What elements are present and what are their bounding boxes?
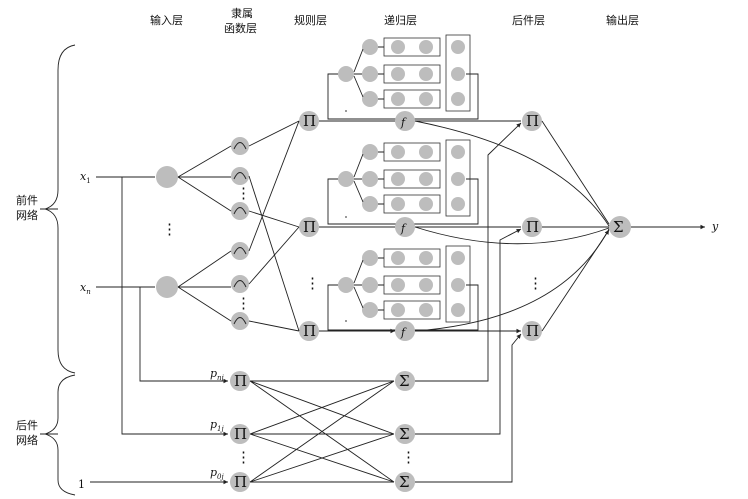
input-ellipsis: ⋮	[162, 220, 177, 238]
c-pi-1	[230, 371, 250, 391]
header-consequent: 后件层	[512, 14, 545, 27]
svg-text:Π: Π	[526, 322, 539, 340]
svg-text:⋮: ⋮	[401, 448, 416, 466]
header-recurrent: 递归层	[384, 13, 417, 27]
antecedent-label-1: 前件	[16, 193, 38, 207]
svg-text:Π: Π	[303, 322, 316, 340]
svg-text:⋮: ⋮	[236, 448, 251, 466]
svg-text:Σ: Σ	[399, 425, 410, 443]
recurrent-block-1	[327, 34, 479, 120]
svg-text:Σ: Σ	[613, 218, 624, 236]
input-x1: x1	[80, 170, 91, 185]
c-sigma-3	[395, 472, 415, 492]
consequent-node-1	[522, 111, 542, 131]
rule-node-3	[299, 321, 319, 341]
svg-text:Π: Π	[234, 473, 247, 491]
svg-text:f: f	[400, 116, 407, 129]
f-node-1	[395, 111, 415, 131]
header-membership-2: 函数层	[224, 22, 257, 35]
output-sum-node	[609, 216, 631, 238]
svg-text:Π: Π	[303, 112, 316, 130]
svg-text:f: f	[400, 222, 407, 235]
header-output: 输出层	[606, 13, 639, 27]
antecedent-label-2: 网络	[16, 208, 38, 222]
header-membership-1: 隶属	[231, 6, 253, 20]
svg-text:⋮: ⋮	[528, 274, 543, 292]
svg-text:Π: Π	[303, 218, 316, 236]
input-node-n	[156, 276, 178, 298]
svg-text:⋮: ⋮	[236, 294, 251, 312]
recurrent-block-2	[327, 139, 479, 225]
svg-text:Σ: Σ	[399, 473, 410, 491]
c-pi-2	[230, 424, 250, 444]
consequent-label-1: 后件	[16, 419, 38, 432]
consequent-node-2	[522, 217, 542, 237]
param-p0j: p0j	[210, 466, 225, 481]
svg-text:Π: Π	[526, 218, 539, 236]
f-node-2	[395, 217, 415, 237]
rule-node-1	[299, 111, 319, 131]
svg-text:⋮: ⋮	[305, 274, 320, 292]
svg-text:f: f	[400, 326, 407, 339]
c-pi-3	[230, 472, 250, 492]
svg-text:Π: Π	[234, 425, 247, 443]
consequent-label-2: 网络	[16, 433, 38, 447]
bias-one: 1	[78, 478, 85, 491]
svg-text:Π: Π	[526, 112, 539, 130]
output-y: y	[711, 220, 719, 233]
header-rule: 规则层	[294, 13, 327, 27]
input-xn: xn	[80, 281, 91, 296]
rule-node-2	[299, 217, 319, 237]
svg-text:Π: Π	[234, 372, 247, 390]
recurrent-block-3	[327, 245, 479, 331]
svg-text:⋮: ⋮	[236, 184, 251, 202]
param-pnj: pnj	[210, 367, 225, 382]
input-node-1	[156, 166, 178, 188]
param-p1j: p1j	[210, 418, 225, 433]
header-input: 输入层	[150, 13, 183, 27]
membership-nodes	[231, 137, 249, 330]
c-sigma-1	[395, 371, 415, 391]
svg-text:Σ: Σ	[399, 372, 410, 390]
consequent-brace	[43, 374, 76, 496]
consequent-node-3	[522, 321, 542, 341]
c-sigma-2	[395, 424, 415, 444]
